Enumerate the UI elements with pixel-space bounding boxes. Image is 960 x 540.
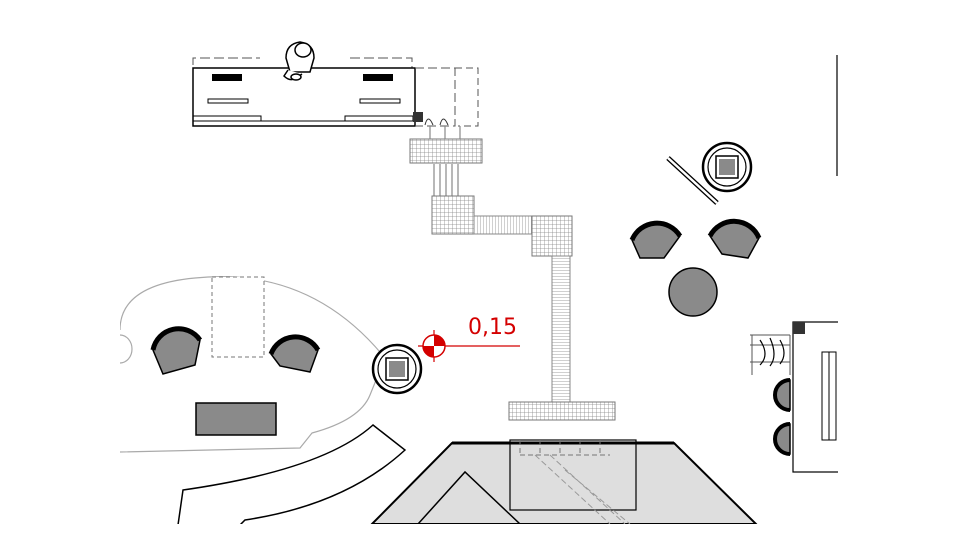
- chair-icon: [268, 334, 321, 373]
- coffee-table: [195, 402, 277, 436]
- chair-icon: [707, 218, 762, 259]
- chair-icon: [773, 422, 791, 456]
- chair-icon: [773, 378, 791, 412]
- elevation-label: 0,15: [468, 315, 517, 340]
- reception-desk: [192, 57, 479, 127]
- socket-icon: [413, 112, 423, 122]
- right-side-booth: [750, 55, 838, 473]
- monitor-left: [212, 74, 242, 81]
- chair-icon: [629, 220, 683, 259]
- round-table-icon: [668, 267, 718, 317]
- chair-icon: [150, 326, 203, 375]
- monitor-right: [363, 74, 393, 81]
- cable-tray: [409, 126, 616, 421]
- column-icon: [701, 141, 753, 193]
- elevation-marker-icon: [418, 330, 520, 362]
- lounge-group-left: [120, 276, 407, 524]
- stage-platform: [370, 439, 758, 524]
- lounge-group-right: [629, 141, 762, 317]
- column-icon: [371, 343, 423, 395]
- person-icon: [283, 41, 315, 81]
